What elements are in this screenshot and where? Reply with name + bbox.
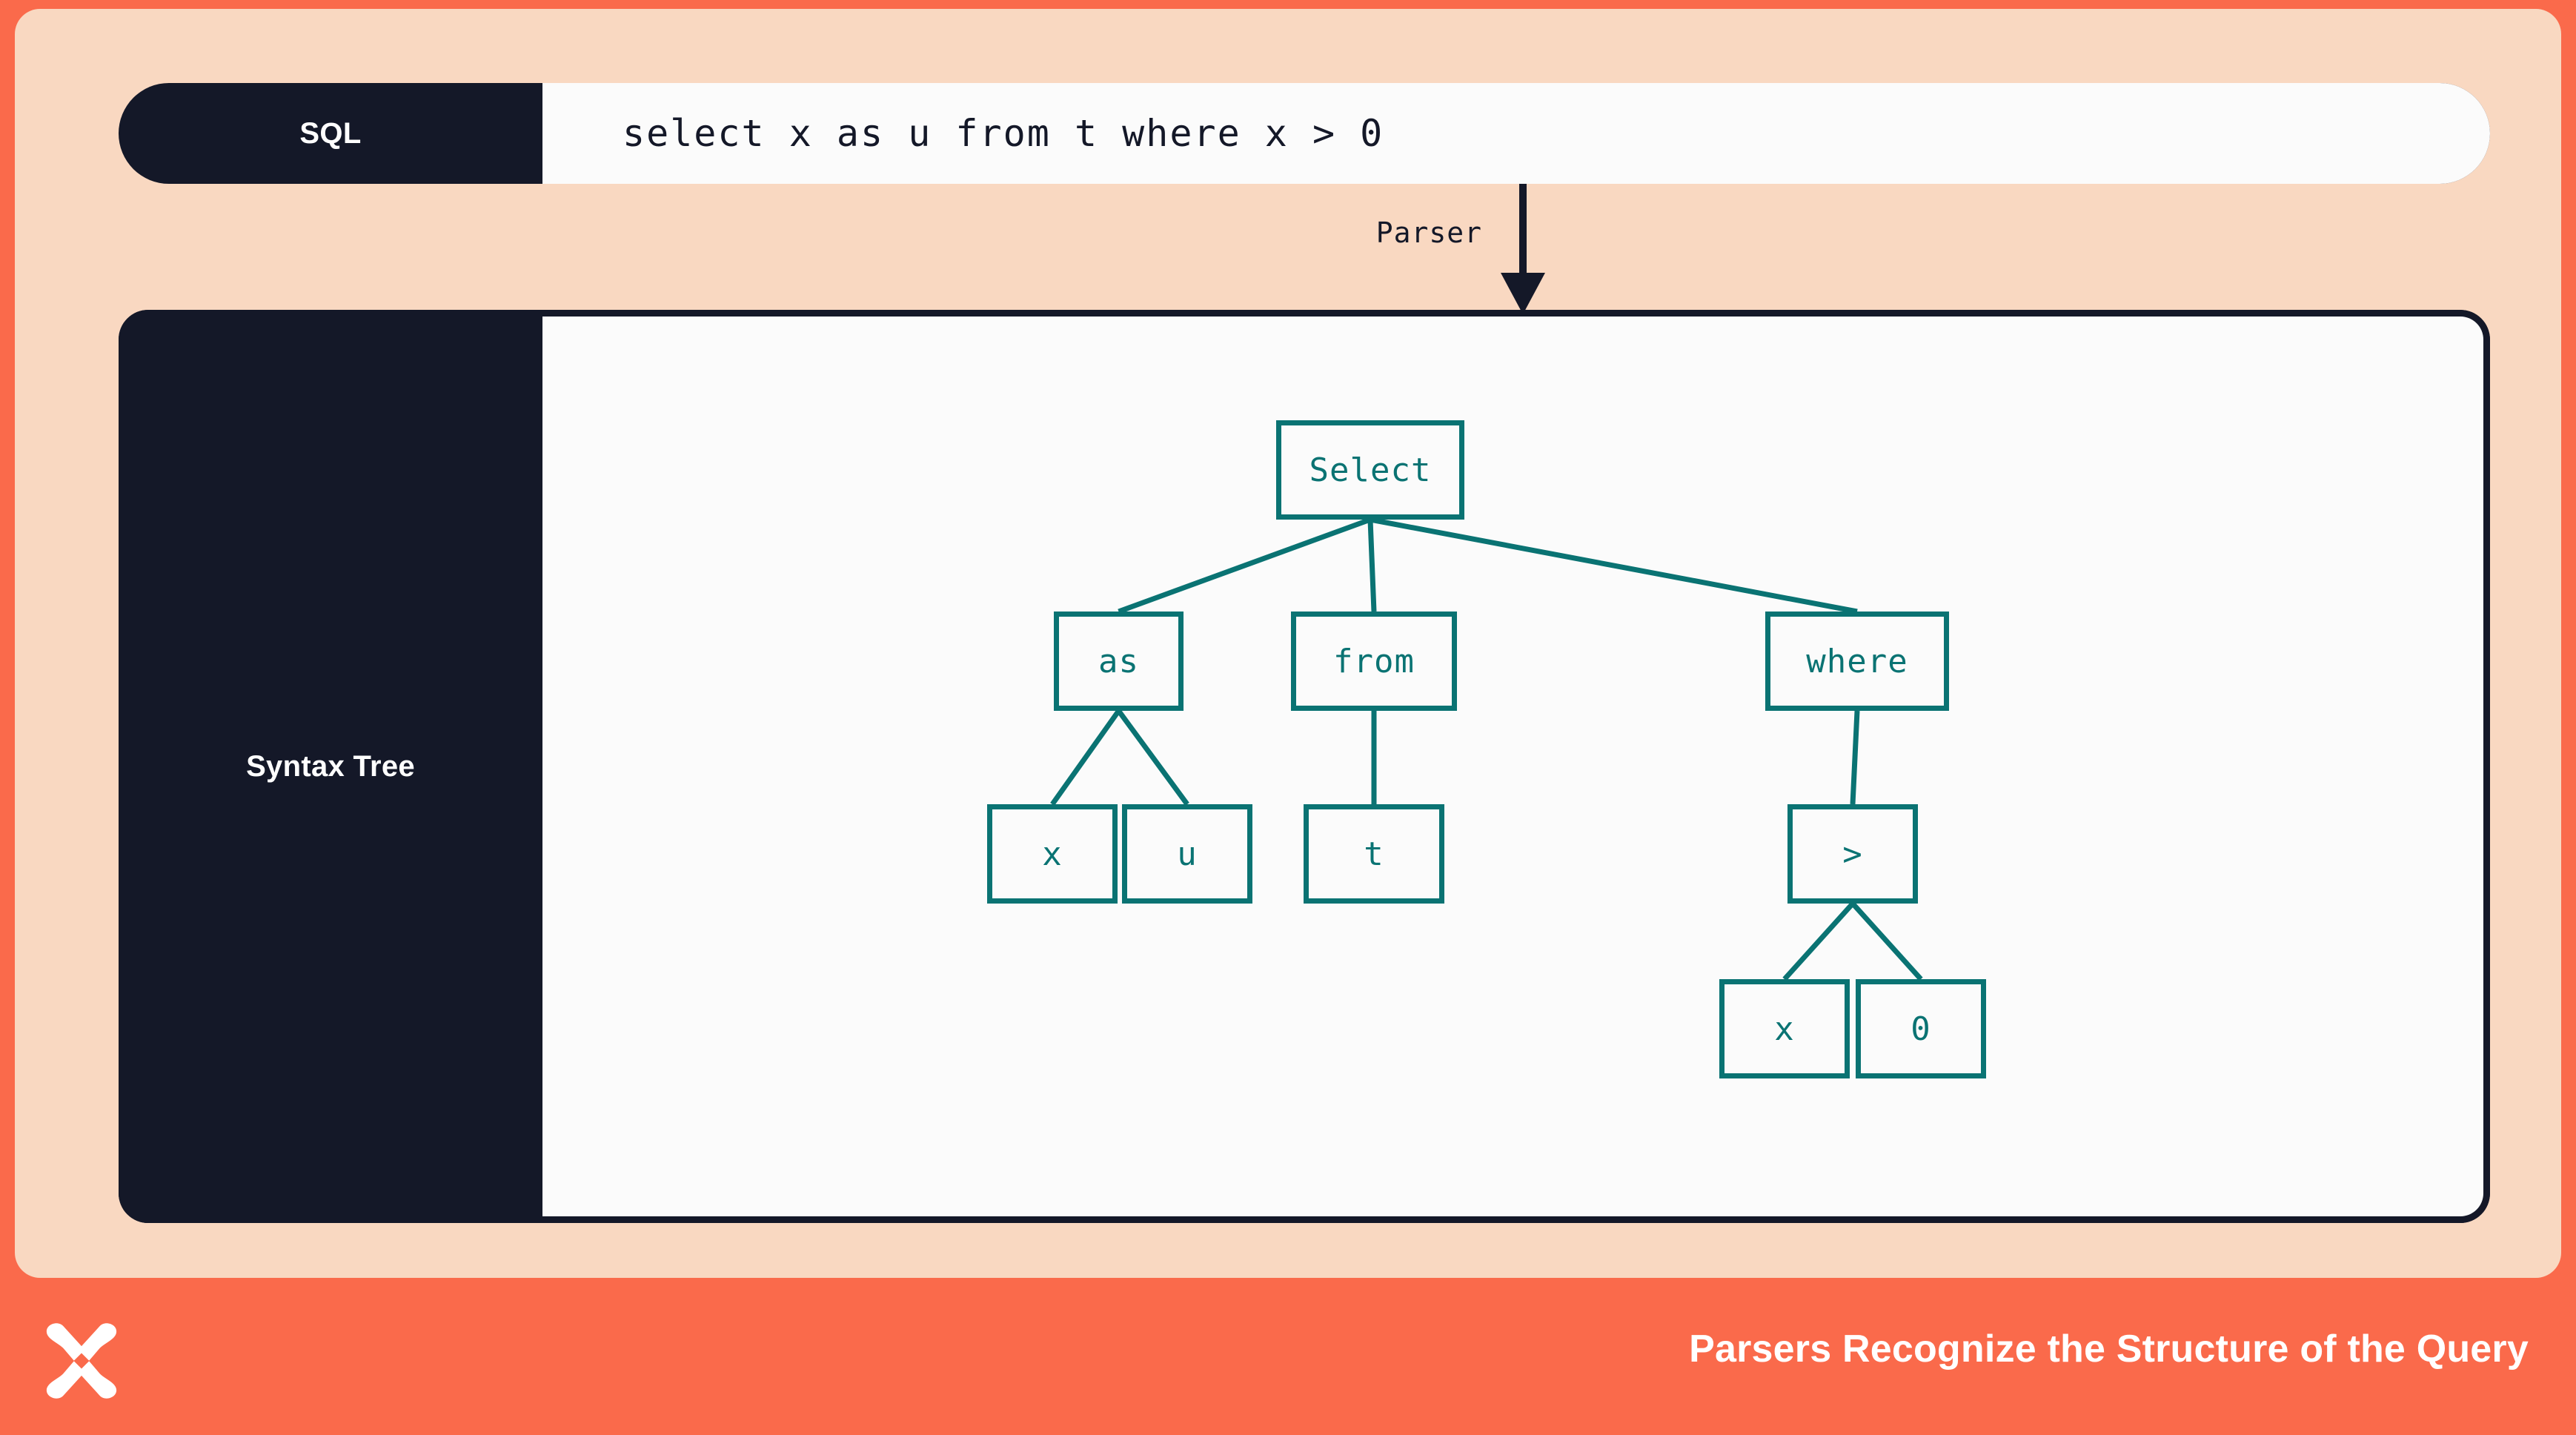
syntax-tree-label-text: Syntax Tree: [246, 749, 415, 783]
tree-edge: [1367, 519, 1377, 612]
sql-label-text: SQL: [299, 116, 362, 150]
tree-edge: [1850, 710, 1860, 805]
sql-query-field[interactable]: select x as u from t where x > 0: [542, 83, 2490, 184]
tree-node-x1[interactable]: x: [987, 804, 1118, 904]
tree-node-zero[interactable]: 0: [1856, 979, 1986, 1078]
footer-caption: Parsers Recognize the Structure of the Q…: [1689, 1328, 2529, 1371]
syntax-tree-row: Syntax Tree Select as from where x u t > x 0: [119, 310, 2490, 1223]
sql-query-text: select x as u from t where x > 0: [623, 112, 1384, 155]
content-card: SQL select x as u from t where x > 0 Par…: [15, 9, 2561, 1278]
sql-input-row: SQL select x as u from t where x > 0: [119, 83, 2490, 184]
tree-node-x2[interactable]: x: [1719, 979, 1850, 1078]
tree-edge: [1116, 709, 1189, 806]
syntax-tree-panel: Select as from where x u t > x 0: [542, 310, 2490, 1223]
tree-node-label: 0: [1911, 1010, 1931, 1048]
syntax-tree-row-label: Syntax Tree: [119, 310, 542, 1223]
tree-node-label: where: [1806, 642, 1908, 680]
tree-node-label: x: [1774, 1010, 1795, 1048]
tree-edge: [1782, 901, 1855, 981]
arrow-down-icon: [1501, 184, 1545, 314]
tree-node-select[interactable]: Select: [1276, 420, 1464, 520]
parser-arrow-group: Parser: [1267, 184, 1564, 314]
tree-node-label: Select: [1309, 451, 1432, 489]
syntax-tree-canvas: Select as from where x u t > x 0: [542, 317, 2483, 1216]
tree-node-label: as: [1098, 642, 1139, 680]
tree-node-as[interactable]: as: [1054, 612, 1184, 711]
tree-node-label: x: [1042, 835, 1063, 873]
tree-node-u[interactable]: u: [1122, 804, 1252, 904]
x-butterfly-logo-icon: [46, 1323, 117, 1399]
footer-bar: Parsers Recognize the Structure of the Q…: [0, 1287, 2576, 1435]
tree-edge: [1370, 517, 1858, 614]
parser-label: Parser: [1375, 216, 1482, 249]
sql-row-label: SQL: [119, 83, 542, 184]
tree-node-gt[interactable]: >: [1787, 804, 1918, 904]
tree-edge: [1118, 517, 1372, 614]
tree-edge-lines: [1050, 517, 1923, 981]
tree-edge: [1850, 901, 1923, 981]
tree-node-where[interactable]: where: [1765, 612, 1949, 711]
tree-edge: [1050, 709, 1121, 806]
tree-node-label: >: [1842, 835, 1863, 873]
tree-node-label: from: [1333, 642, 1415, 680]
tree-node-label: u: [1177, 835, 1198, 873]
tree-node-label: t: [1364, 835, 1384, 873]
tree-node-from[interactable]: from: [1291, 612, 1457, 711]
tree-node-t[interactable]: t: [1304, 804, 1444, 904]
